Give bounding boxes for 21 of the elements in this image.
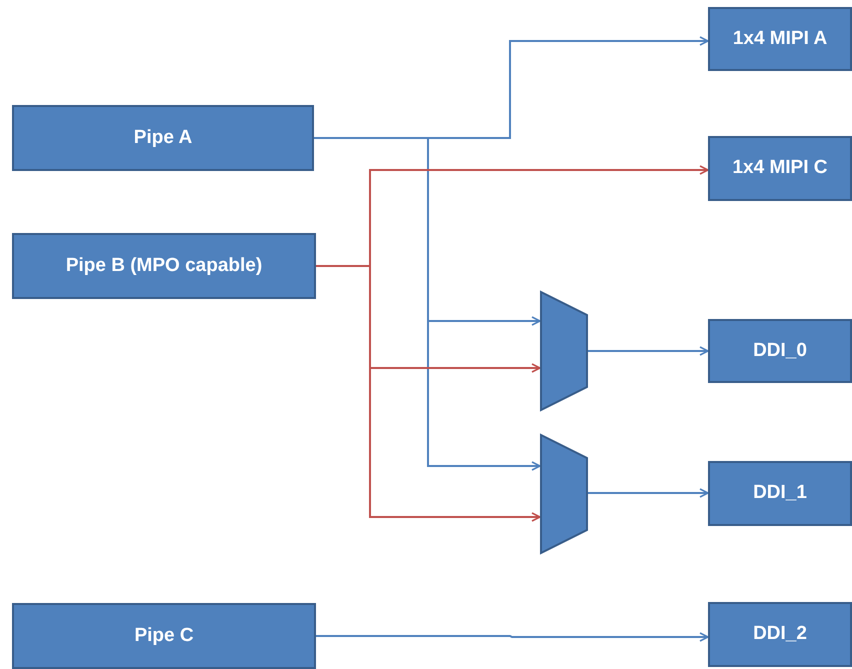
- process-box: [708, 136, 852, 201]
- box-label: 1x4 MIPI A: [732, 26, 828, 51]
- process-box: [12, 105, 314, 171]
- box-label: 1x4 MIPI C: [731, 156, 829, 180]
- box-label: Pipe C: [133, 624, 195, 648]
- arrow: [588, 346, 709, 356]
- process-box: [12, 233, 316, 299]
- arrow: [316, 632, 709, 642]
- process-box: [708, 602, 852, 667]
- process-box: [708, 7, 852, 71]
- arrow: [588, 488, 709, 498]
- multiplexer-shape: [540, 291, 588, 411]
- process-box: [12, 603, 316, 669]
- box-label: DDI_0: [752, 338, 808, 363]
- box-label: DDI_2: [752, 622, 808, 646]
- multiplexer-shape: [540, 434, 588, 554]
- process-box: [708, 319, 852, 383]
- box-label: Pipe A: [132, 126, 194, 150]
- box-label: DDI_1: [752, 481, 808, 506]
- process-box: [708, 461, 852, 526]
- box-label: Pipe B (MPO capable): [64, 254, 264, 278]
